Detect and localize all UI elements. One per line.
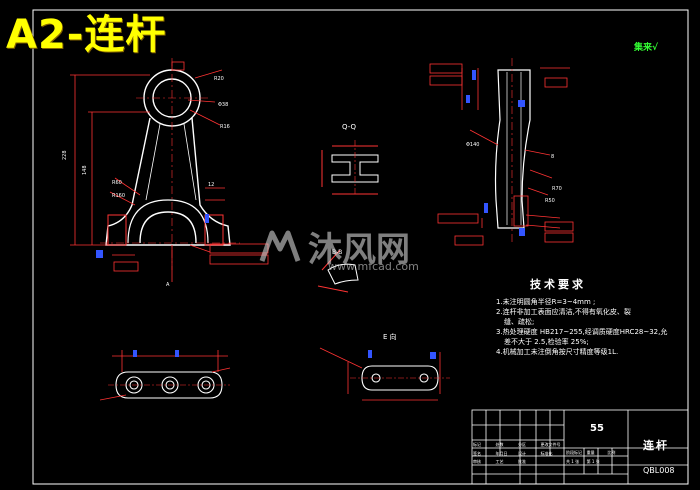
tech-requirement-line: 缝、疏松; (504, 318, 535, 326)
front-view (100, 58, 240, 270)
watermark-url: www.mfcad.com (328, 260, 419, 273)
tech-requirements-heading: 技术要求 (530, 278, 586, 291)
side-dim-texts: Φ140 8 R70 R50 (466, 142, 562, 204)
view-e-blue-marks (368, 350, 436, 359)
title-block-scale: 55 (590, 423, 604, 434)
tech-requirement-line: 2.连杆非加工表面应清洁,不得有氧化皮、裂 (496, 308, 631, 316)
svg-text:8: 8 (551, 154, 554, 160)
title-block-label: 标记 (473, 442, 481, 447)
svg-text:R70: R70 (552, 186, 562, 192)
svg-text:A: A (166, 282, 170, 288)
tech-requirement-line: 1.未注明圆角半径R=3~4mm ; (496, 298, 596, 306)
svg-text:R20: R20 (214, 76, 224, 82)
title-block-stage-labels: 阶段标记 重量 比例 共 1 张 第 1 张 (566, 449, 628, 466)
title-block-label: 签名 (473, 450, 481, 456)
section-qq (321, 140, 379, 195)
title-block-labels: 标记 处数 分区 更改文件号 签名 年月日 设计 标准化 审核 工艺 批准 (473, 441, 563, 467)
side-dimensions (461, 67, 570, 229)
side-view (494, 58, 531, 242)
title-block-label: 更改文件号 (540, 442, 561, 447)
side-tolerance-frames (429, 63, 574, 246)
side-blue-marks (466, 70, 525, 236)
section-bb (317, 249, 359, 293)
title-block-label: 标准化 (540, 450, 553, 456)
svg-text:R16: R16 (220, 124, 230, 130)
view-e-label: E 向 (383, 333, 397, 341)
cap-dimensions (99, 350, 231, 401)
title-block-label: 处数 (495, 442, 504, 447)
svg-text:R50: R50 (545, 198, 555, 204)
title-block-label: 第 1 张 (586, 458, 600, 464)
title-block-label: 设计 (518, 450, 526, 456)
title-block-label: 重量 (586, 450, 595, 455)
view-e (350, 365, 450, 391)
tech-requirement-line: 差不大于 2.5,检验率 25%; (504, 338, 589, 346)
svg-text:R60: R60 (112, 180, 122, 186)
watermark: 沐风网 www.mfcad.com (258, 222, 419, 273)
view-e-dimensions (319, 347, 441, 401)
title-block-label: 工艺 (495, 459, 504, 464)
title-block-drawing-no: QBL008 (643, 466, 675, 475)
tech-requirements-list: 1.未注明圆角半径R=3~4mm ; 2.连杆非加工表面应清洁,不得有氧化皮、裂… (496, 297, 678, 357)
cap-view (108, 371, 230, 399)
watermark-name: 沐风网 (308, 230, 410, 270)
title-block-grid (471, 409, 689, 485)
front-dim-texts: 228 148 R20 Φ38 R16 R60 R160 12 A (62, 76, 230, 288)
tech-requirement-line: 4.机械加工未注倒角按尺寸精度等级1L. (496, 348, 619, 356)
section-bb-label: B-B (332, 249, 343, 256)
tech-requirement-line: 3.热处理硬度 HB217~255,经调质硬度HRC28~32,允 (496, 328, 668, 336)
title-block-label: 批准 (518, 459, 526, 464)
svg-text:148: 148 (82, 165, 88, 175)
cap-blue-marks (133, 350, 179, 357)
svg-text:228: 228 (62, 150, 68, 160)
title-block-label: 审核 (473, 459, 481, 464)
title-block-label: 比例 (607, 450, 616, 455)
svg-text:Φ140: Φ140 (466, 142, 479, 148)
title-block-label: 分区 (518, 442, 526, 447)
svg-text:R160: R160 (112, 193, 125, 199)
title-block-label: 阶段标记 (566, 450, 582, 455)
title-block-part-name: 连杆 (643, 439, 669, 452)
svg-text:12: 12 (208, 182, 214, 188)
section-qq-label: Q-Q (342, 123, 356, 131)
svg-text:Φ38: Φ38 (218, 102, 228, 108)
front-dimensions (70, 69, 225, 282)
title-block-label: 年月日 (495, 450, 508, 456)
front-blue-marks (96, 214, 209, 258)
title-block-label: 共 1 张 (566, 458, 580, 464)
approval-stamp: 集来√ (634, 43, 659, 53)
drawing-border (32, 9, 689, 485)
overlay-title: A2-连杆 (6, 12, 167, 58)
watermark-logo-icon (259, 230, 301, 262)
